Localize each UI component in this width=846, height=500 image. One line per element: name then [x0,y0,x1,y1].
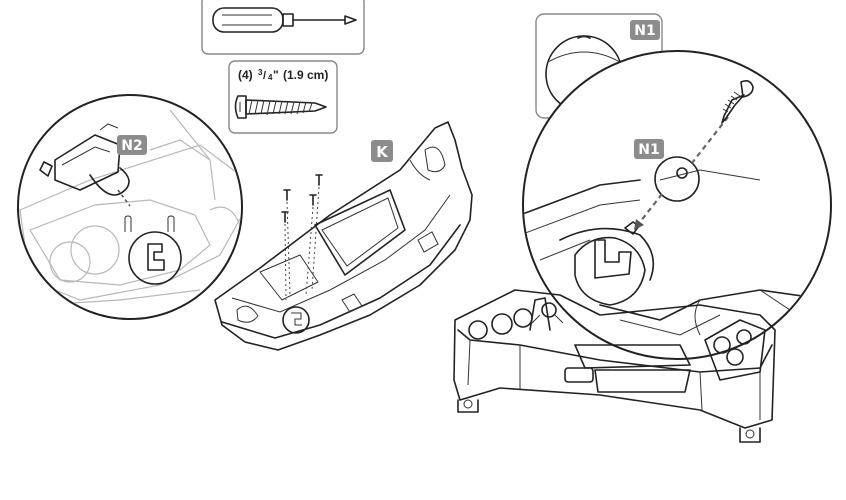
wood-screw-icon [234,95,327,119]
tool-panel-screw: (4) 3 / 4 " (1.9 cm) [228,60,338,134]
svg-text:N1: N1 [638,142,659,158]
screw-markers [281,174,323,301]
base-unit-k: K [214,121,473,351]
svg-text:N1: N1 [634,23,655,39]
callout-badge-n1-detail: N1 [634,139,664,159]
detail-circle-n1: N1 [522,50,832,360]
screw-spec-metric: (1.9 cm) [283,68,328,82]
tool-panel-screwdriver [201,0,365,55]
callout-badge-n2: N2 [117,135,147,155]
screw-spec-count: (4) [238,68,253,82]
callout-badge-n1-parts: N1 [630,20,660,40]
svg-text:N2: N2 [121,138,142,154]
screw-spec-fraction-den: 4 [268,73,273,82]
assembled-base [453,289,776,443]
svg-text:K: K [376,143,389,161]
step-badge-k: K [371,140,393,162]
detail-circle-n2: N2 [17,94,243,320]
svg-text:": " [273,68,279,82]
svg-text:/: / [263,70,266,82]
screw-spec-fraction-num: 3 [258,68,263,77]
wood-screw-icon [721,80,754,124]
phillips-screwdriver-icon [212,7,357,33]
ball-knob-icon [654,156,700,202]
